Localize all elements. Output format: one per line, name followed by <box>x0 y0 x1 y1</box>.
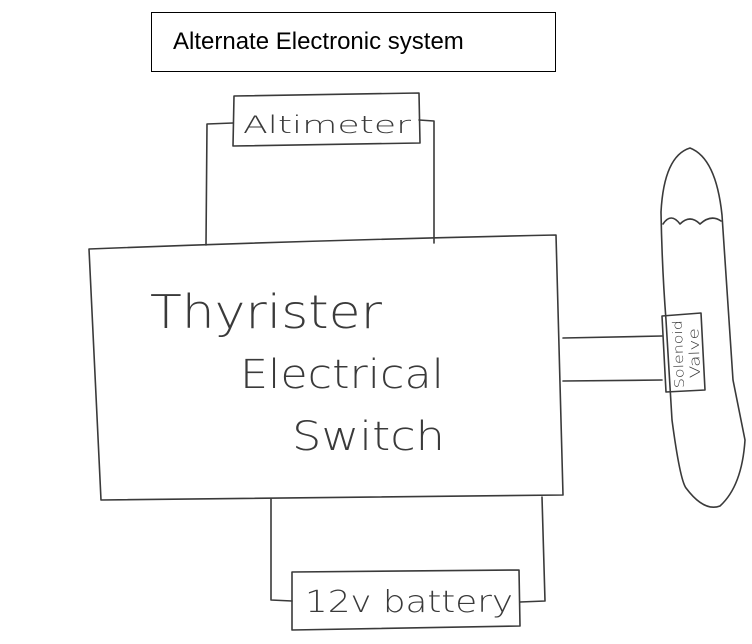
altimeter-right-wire <box>418 119 435 244</box>
diagram-title: Alternate Electronic system <box>151 12 556 72</box>
switch-label: Switch <box>292 414 445 460</box>
altimeter-left-wire <box>205 122 234 246</box>
rocket-fill-line <box>662 217 722 225</box>
battery-label: 12v battery <box>305 585 513 620</box>
thyristor-label: Thyrister <box>150 285 382 339</box>
thyristor-switch-box <box>88 234 564 501</box>
solenoid-label: Solenoid <box>671 320 688 388</box>
valve-label: Valve <box>686 328 704 379</box>
rocket-body-outline <box>660 147 746 508</box>
valve-lower-wire <box>562 379 663 382</box>
altimeter-box <box>232 92 421 147</box>
battery-box <box>291 569 521 631</box>
electrical-label: Electrical <box>240 352 444 398</box>
battery-right-wire <box>519 496 546 603</box>
battery-left-wire <box>270 498 293 602</box>
altimeter-label: Altimeter <box>243 111 411 139</box>
solenoid-valve-box <box>661 312 706 393</box>
valve-upper-wire <box>562 335 663 339</box>
